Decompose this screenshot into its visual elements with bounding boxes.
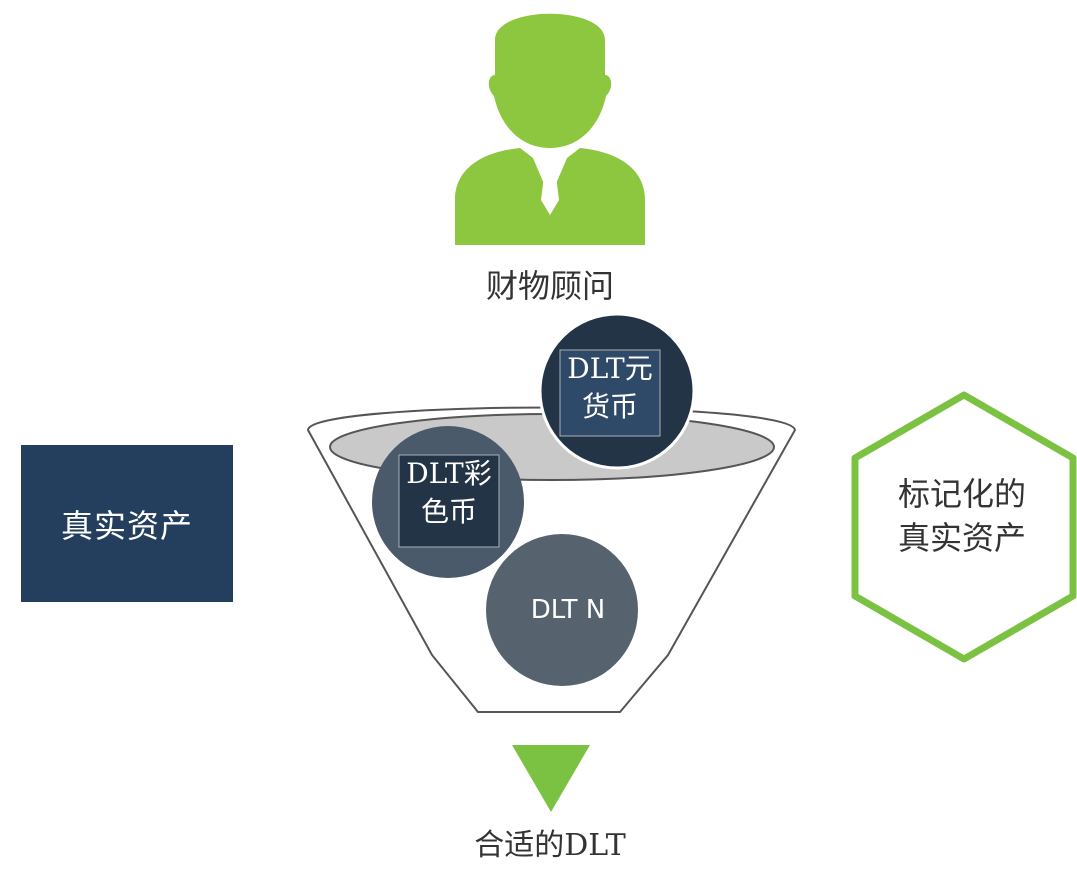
tokenized-asset-label: 标记化的 真实资产 [862,472,1062,568]
dltn-coin-circle [486,534,638,686]
dltn-coin-label: DLT N [530,595,606,625]
colored-coin-label-line1: DLT彩 [406,457,492,490]
meta-coin-label-line2: 货币 [581,390,638,423]
real-asset-label: 真实资产 [60,506,193,545]
meta-coin-label-box [559,349,661,437]
meta-coin-label-line1: DLT元 [567,352,653,385]
colored-coin-label-box [398,454,500,548]
tokenized-asset-label-line2: 真实资产 [897,519,1026,557]
meta-coin-label: DLT元 货币 [560,350,660,430]
tokenized-asset-label-line1: 标记化的 [897,475,1026,513]
down-arrow-icon [512,745,590,812]
colored-coin-label-line2: 色币 [420,495,477,528]
real-asset-box: 真实资产 [21,445,233,602]
colored-coin-label: DLT彩 色币 [399,455,499,541]
result-label: 合适的DLT [474,828,626,863]
tokenized-asset-hexagon [851,391,1077,663]
advisor-label: 财物顾问 [485,267,614,305]
person-icon [455,13,645,245]
